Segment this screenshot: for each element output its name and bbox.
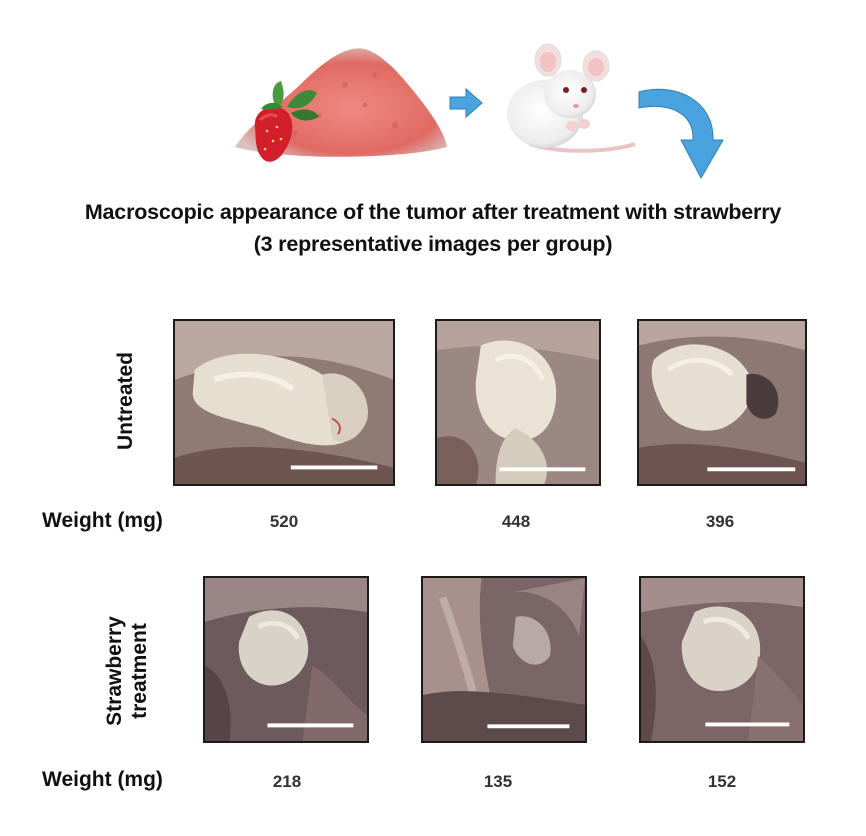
weight-value-strawberry-1: 218 xyxy=(272,772,302,791)
weight-value-strawberry-3: 152 xyxy=(707,772,737,791)
caption-title: Macroscopic appearance of the tumor afte… xyxy=(84,200,782,224)
tumor-photo-strawberry-2 xyxy=(421,576,587,743)
caption-subtitle: (3 representative images per group) xyxy=(253,232,613,256)
row-label-line-1: Strawberry xyxy=(103,616,126,726)
row-label-line-2: treatment xyxy=(128,623,151,719)
weight-label-strawberry: Weight (mg) xyxy=(42,768,163,791)
arrow-right-icon xyxy=(449,87,483,119)
weight-value-strawberry-2: 135 xyxy=(483,772,513,791)
tumor-photo-strawberry-3 xyxy=(639,576,805,743)
tumor-photo-strawberry-1 xyxy=(203,576,369,743)
tumor-photo-untreated-2 xyxy=(435,319,601,486)
weight-value-untreated-3: 396 xyxy=(705,512,735,531)
weight-value-untreated-1: 520 xyxy=(269,512,299,531)
curved-arrow-icon xyxy=(638,88,724,180)
mouse-icon xyxy=(507,43,636,153)
weight-label-untreated: Weight (mg) xyxy=(42,509,163,532)
row-label-untreated: Untreated xyxy=(114,351,137,451)
strawberry-powder-icon xyxy=(235,48,447,162)
tumor-photo-untreated-1 xyxy=(173,319,395,486)
tumor-photo-untreated-3 xyxy=(637,319,807,486)
row-label-strawberry-treatment: Strawberry treatment xyxy=(102,601,154,741)
weight-value-untreated-2: 448 xyxy=(501,512,531,531)
